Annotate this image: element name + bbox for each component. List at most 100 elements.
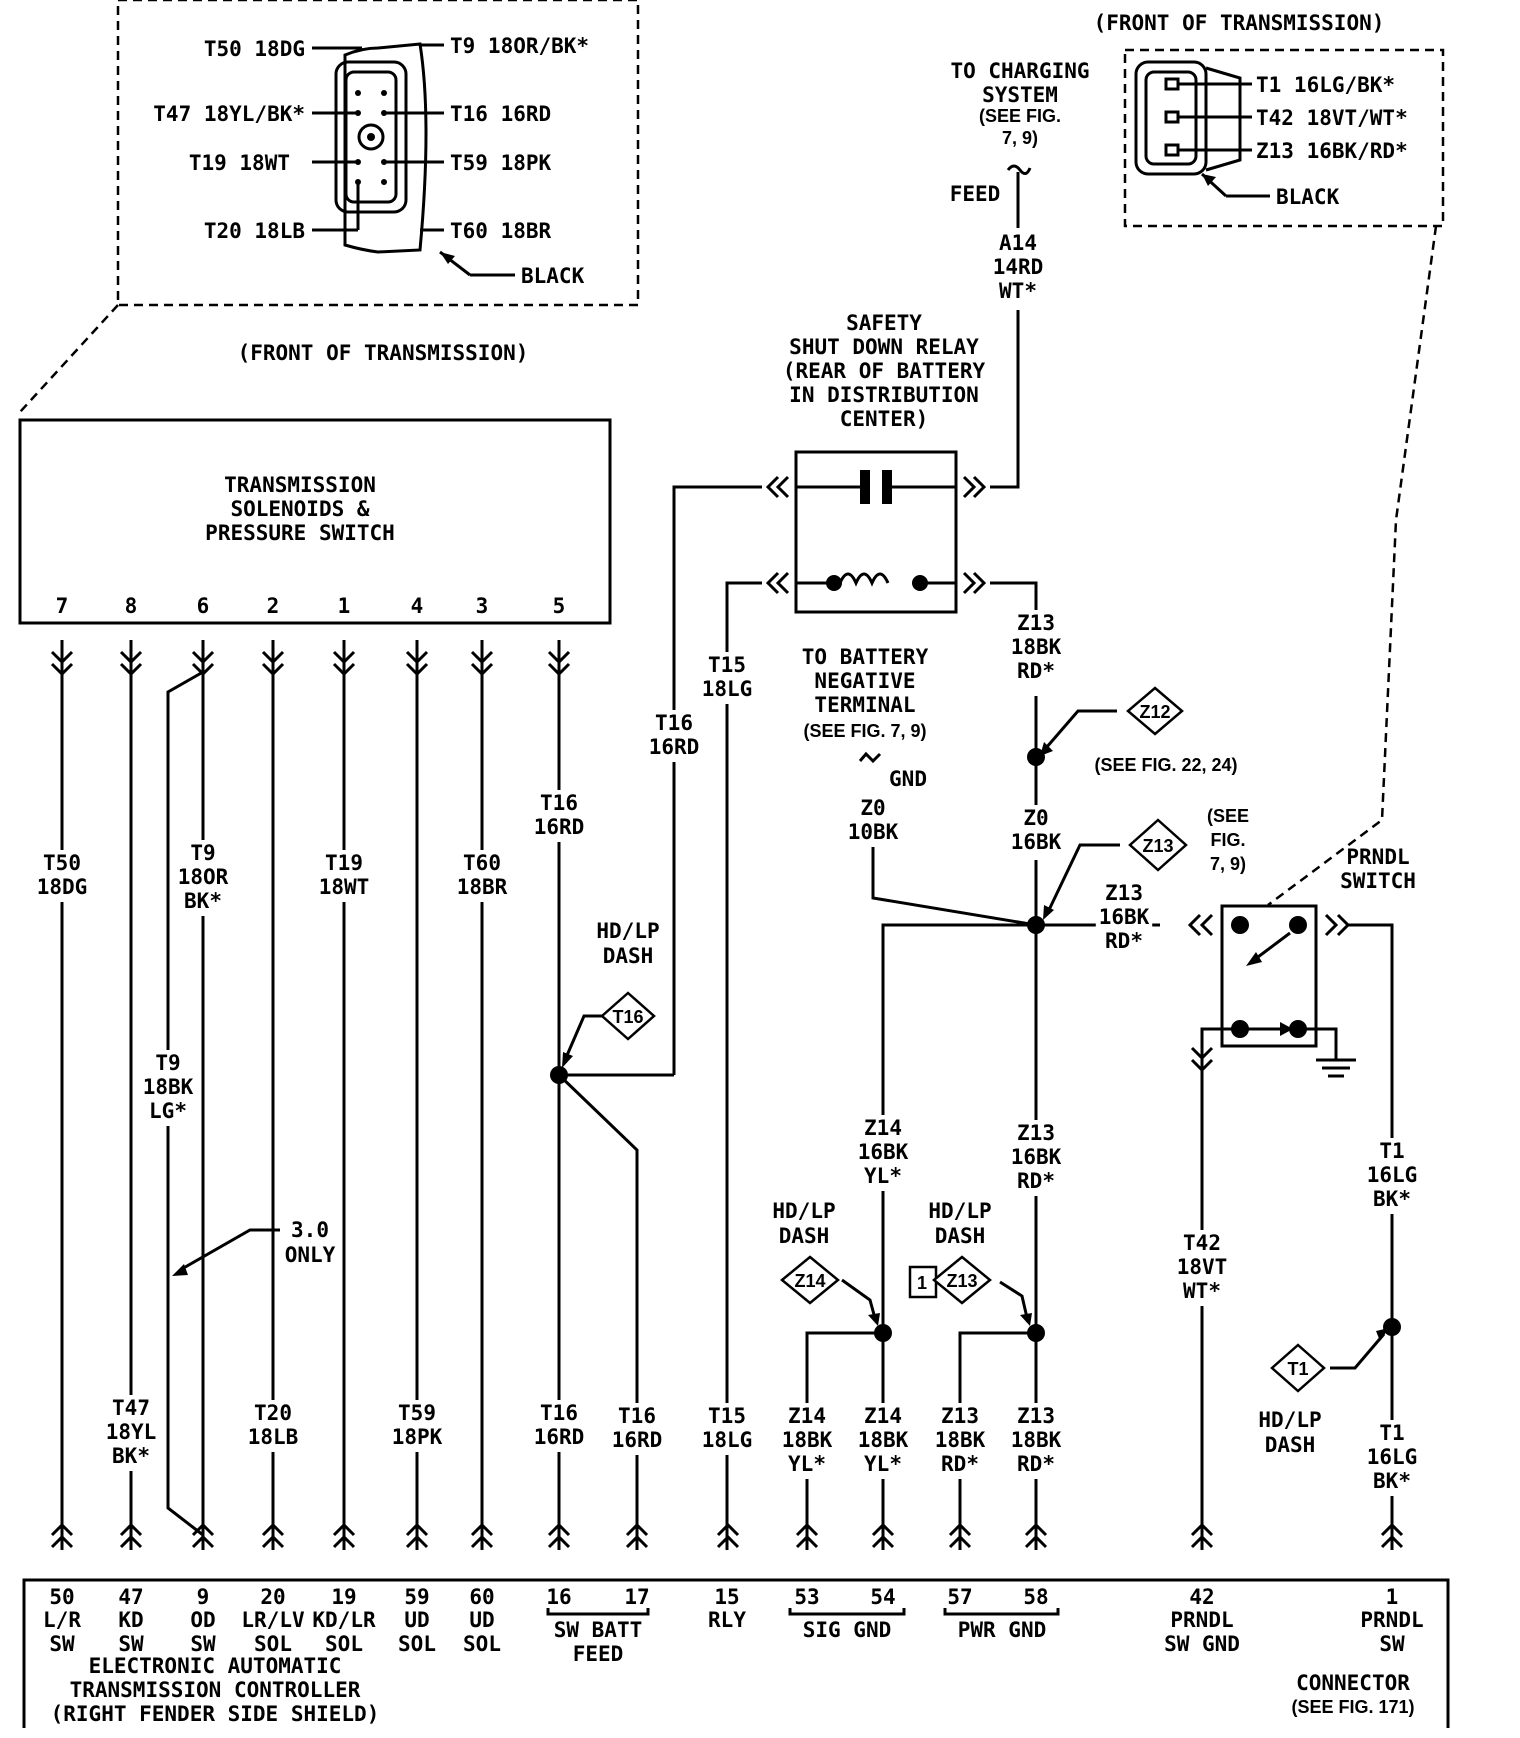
wire-label-t59-line: 18PK bbox=[392, 1425, 443, 1449]
solenoid-pin-5: 5 bbox=[553, 594, 566, 618]
solenoid-block: TRANSMISSION SOLENOIDS & PRESSURE SWITCH… bbox=[18, 418, 612, 625]
wire-label-t16b-line: T16 bbox=[655, 711, 693, 735]
splice-t1: T1 bbox=[1270, 1343, 1326, 1393]
controller-pin-42-l1: PRNDL bbox=[1170, 1608, 1233, 1632]
only30-2: ONLY bbox=[285, 1243, 336, 1267]
controller-pin-16-num: 16 bbox=[546, 1585, 571, 1609]
wire-label-z13c-line: RD* bbox=[1017, 1169, 1055, 1193]
wire-label-z13b-line: 16BK bbox=[1099, 905, 1150, 929]
wire-label-z13c-line: 16BK bbox=[1011, 1145, 1062, 1169]
wire-label-t60-line: 18BR bbox=[457, 875, 508, 899]
controller-pin-59-l2: SOL bbox=[398, 1632, 436, 1656]
hdlp-3a: HD/LP bbox=[928, 1199, 991, 1223]
splice-z13b-box: 1 bbox=[917, 1273, 927, 1293]
prndl-title-1: PRNDL bbox=[1346, 845, 1409, 869]
wire-label-t1a-line: 16LG bbox=[1367, 1163, 1418, 1187]
solenoid-pin-3: 3 bbox=[476, 594, 489, 618]
wire-label-z13b-line: Z13 bbox=[1105, 881, 1143, 905]
safety-shutdown-relay: SAFETY SHUT DOWN RELAY (REAR OF BATTERY … bbox=[672, 311, 1038, 1550]
wire-label-z14c-line: Z14 bbox=[864, 1404, 902, 1428]
wire-label-t16a-line: T16 bbox=[540, 791, 578, 815]
relay-title-3: (REAR OF BATTERY bbox=[783, 359, 986, 383]
controller-pin-1-l1: PRNDL bbox=[1360, 1608, 1423, 1632]
charging-text-3: (SEE FIG. bbox=[979, 106, 1061, 126]
splice-z13-label: Z13 bbox=[1142, 836, 1173, 856]
controller-pin-42-num: 42 bbox=[1189, 1585, 1214, 1609]
prndl-pin-t42: T42 18VT/WT* bbox=[1256, 106, 1408, 130]
wire-label-z13c-line: Z13 bbox=[1017, 1121, 1055, 1145]
splice-z12-label: Z12 bbox=[1139, 702, 1170, 722]
solenoid-connector-chevrons bbox=[50, 650, 571, 677]
splice-z13-top: Z13 (SEE FIG. 7, 9) bbox=[1128, 806, 1249, 874]
controller-pin-54-num: 54 bbox=[870, 1585, 895, 1609]
splice-t16-label: T16 bbox=[612, 1007, 643, 1027]
transmission-controller: 50L/RSW47KDSW9ODSW20LR/LVSOL19KD/LRSOL59… bbox=[22, 1578, 1450, 1728]
batt-neg-4: (SEE FIG. 7, 9) bbox=[803, 721, 926, 741]
controller-pin-9-l1: OD bbox=[190, 1608, 215, 1632]
a14-label-2: 14RD bbox=[993, 255, 1044, 279]
pin-label-t9: T9 18OR/BK* bbox=[450, 34, 589, 58]
wire-label-z14b-line: 18BK bbox=[782, 1428, 833, 1452]
pin-label-t16: T16 16RD bbox=[450, 102, 551, 126]
battery-negative: TO BATTERY NEGATIVE TERMINAL (SEE FIG. 7… bbox=[802, 645, 929, 791]
solenoid-pin-7: 7 bbox=[56, 594, 69, 618]
wire-label-z14a-line: YL* bbox=[864, 1164, 902, 1188]
only30-1: 3.0 bbox=[291, 1218, 329, 1242]
wire-label-t15b-line: T15 bbox=[708, 1404, 746, 1428]
wire-label-t9b-line: 18BK bbox=[143, 1075, 194, 1099]
hdlp-1b: DASH bbox=[603, 944, 654, 968]
group-swbatt-2: FEED bbox=[573, 1642, 624, 1666]
wire-label-t16d-line: 16RD bbox=[612, 1428, 663, 1452]
splice-z14: Z14 bbox=[780, 1255, 840, 1305]
gnd-label: GND bbox=[889, 767, 927, 791]
wire-label-t1b-line: BK* bbox=[1373, 1469, 1411, 1493]
controller-pin-60-num: 60 bbox=[469, 1585, 494, 1609]
controller-pin-1-num: 1 bbox=[1386, 1585, 1399, 1609]
wire-label-t42-line: WT* bbox=[1183, 1279, 1221, 1303]
controller-pin-50-l1: L/R bbox=[43, 1608, 81, 1632]
wire-label-t59-line: T59 bbox=[398, 1401, 436, 1425]
controller-pin-53-num: 53 bbox=[794, 1585, 819, 1609]
pin-label-t20: T20 18LB bbox=[204, 219, 305, 243]
wire-label-t16c-line: T16 bbox=[540, 1401, 578, 1425]
pin-label-t59: T59 18PK bbox=[450, 151, 552, 175]
controller-title-1: ELECTRONIC AUTOMATIC bbox=[89, 1654, 342, 1678]
pin-label-t47: T47 18YL/BK* bbox=[153, 102, 305, 126]
prndl-connector-location: (FRONT OF TRANSMISSION) bbox=[1094, 11, 1385, 35]
wire-label-t9a-line: 18OR bbox=[178, 865, 229, 889]
charging-text-4: 7, 9) bbox=[1002, 128, 1038, 148]
splice-z14-label: Z14 bbox=[794, 1271, 825, 1291]
splice-z12: Z12 (SEE FIG. 22, 24) bbox=[1094, 686, 1238, 775]
wire-label-z13e-line: RD* bbox=[1017, 1452, 1055, 1476]
hdlp-3b: DASH bbox=[935, 1224, 986, 1248]
charging-text-2: SYSTEM bbox=[982, 83, 1058, 107]
wire-label-t1b-line: 16LG bbox=[1367, 1445, 1418, 1469]
controller-pin-20-l1: LR/LV bbox=[241, 1608, 305, 1632]
controller-pins: 50L/RSW47KDSW9ODSW20LR/LVSOL19KD/LRSOL59… bbox=[43, 1585, 1424, 1656]
solenoid-pin-8: 8 bbox=[125, 594, 138, 618]
relay-title-2: SHUT DOWN RELAY bbox=[789, 335, 979, 359]
controller-pin-47-l1: KD bbox=[118, 1608, 143, 1632]
batt-neg-2: NEGATIVE bbox=[814, 669, 915, 693]
solenoid-title-3: PRESSURE SWITCH bbox=[205, 521, 395, 545]
prndl-switch: PRNDL SWITCH bbox=[1187, 845, 1416, 1550]
splice-z13-ref-2: FIG. bbox=[1211, 830, 1246, 850]
solenoid-pin-6: 6 bbox=[197, 594, 210, 618]
wire-label-t9b-line: T9 bbox=[155, 1051, 180, 1075]
